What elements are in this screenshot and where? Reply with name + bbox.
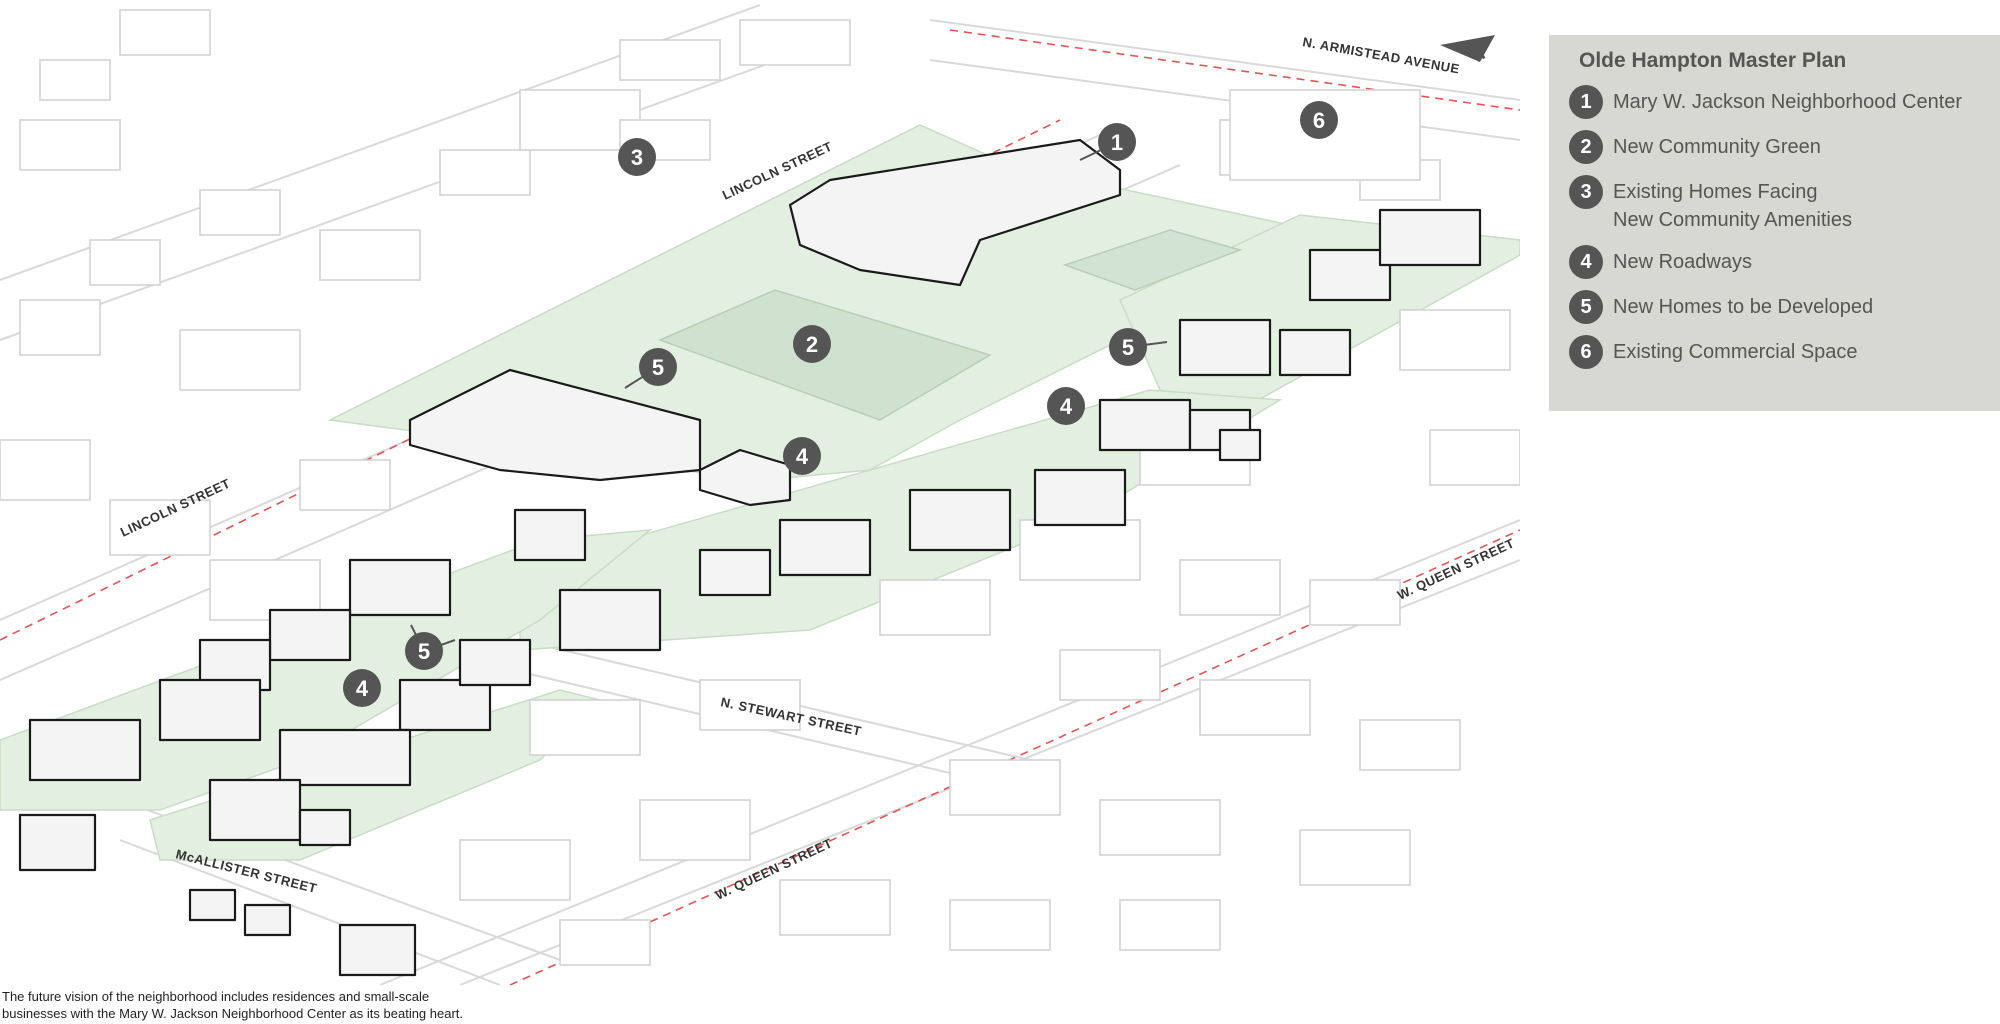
legend-panel: Olde Hampton Master Plan 1 Mary W. Jackso… [1549, 35, 2000, 411]
caption-line-1: The future vision of the neighborhood in… [2, 989, 430, 1004]
legend-number-badge: 1 [1569, 85, 1603, 119]
legend-number-badge: 6 [1569, 335, 1603, 369]
legend-item: 4 New Roadways [1569, 245, 1980, 279]
legend-label-line: New Community Amenities [1613, 209, 1852, 231]
svg-text:4: 4 [356, 676, 369, 701]
plan-markers: 1 2 3 4 4 4 5 5 5 6 [343, 101, 1338, 707]
legend-label: Mary W. Jackson Neighborhood Center [1613, 85, 1962, 116]
legend-number-badge: 5 [1569, 290, 1603, 324]
basketball-court [1062, 229, 1243, 291]
new-buildings [18, 138, 1482, 977]
legend-label-line: New Community Green [1613, 136, 1821, 158]
marker-2: 2 [793, 325, 831, 363]
legend-item: 2 New Community Green [1569, 130, 1980, 164]
marker-5a: 5 [639, 348, 677, 386]
marker-5b: 5 [1109, 328, 1147, 366]
neighborhood-center-building [788, 138, 1122, 287]
legend-label-line: New Roadways [1613, 251, 1752, 273]
legend-label: New Community Green [1613, 130, 1821, 161]
svg-text:4: 4 [1060, 394, 1073, 419]
legend-item: 5 New Homes to be Developed [1569, 290, 1980, 324]
legend-number-badge: 3 [1569, 175, 1603, 209]
image-caption: The future vision of the neighborhood in… [2, 988, 562, 1022]
legend-label-line: New Homes to be Developed [1613, 296, 1874, 318]
svg-text:3: 3 [631, 145, 643, 170]
svg-text:6: 6 [1313, 108, 1325, 133]
armistead-avenue-label: N. ARMISTEAD AVENUE [1301, 34, 1460, 76]
townhouse-row [408, 368, 702, 482]
legend-item: 6 Existing Commercial Space [1569, 335, 1980, 369]
marker-4b: 4 [1047, 387, 1085, 425]
svg-text:4: 4 [796, 444, 809, 469]
svg-text:2: 2 [806, 332, 818, 357]
svg-text:1: 1 [1111, 130, 1123, 155]
legend-label-line: Mary W. Jackson Neighborhood Center [1613, 91, 1963, 113]
legend-item: 1 Mary W. Jackson Neighborhood Center [1569, 85, 1980, 119]
svg-text:5: 5 [418, 639, 430, 664]
legend-label: Existing Commercial Space [1613, 335, 1858, 366]
existing-buildings [0, 9, 1520, 966]
svg-text:5: 5 [652, 355, 664, 380]
marker-5c: 5 [405, 632, 443, 670]
site-plan-map: N N. ARMISTEAD AVENUE LINCOLN STREET LIN… [0, 4, 1520, 985]
legend-number-badge: 2 [1569, 130, 1603, 164]
svg-text:5: 5 [1122, 335, 1134, 360]
marker-4c: 4 [343, 669, 381, 707]
marker-3: 3 [618, 138, 656, 176]
caption-line-2: businesses with the Mary W. Jackson Neig… [2, 1006, 464, 1021]
marker-4a: 4 [783, 437, 821, 475]
legend-label: New Homes to be Developed [1613, 290, 1873, 321]
north-arrow: N [1440, 35, 1495, 65]
legend-label-line: Existing Homes Facing [1613, 181, 1818, 203]
legend-label-line: Existing Commercial Space [1613, 341, 1858, 363]
legend-label: New Roadways [1613, 245, 1752, 276]
legend-number-badge: 4 [1569, 245, 1603, 279]
marker-6: 6 [1300, 101, 1338, 139]
legend-title: Olde Hampton Master Plan [1579, 49, 1847, 72]
marker-1: 1 [1098, 123, 1136, 161]
